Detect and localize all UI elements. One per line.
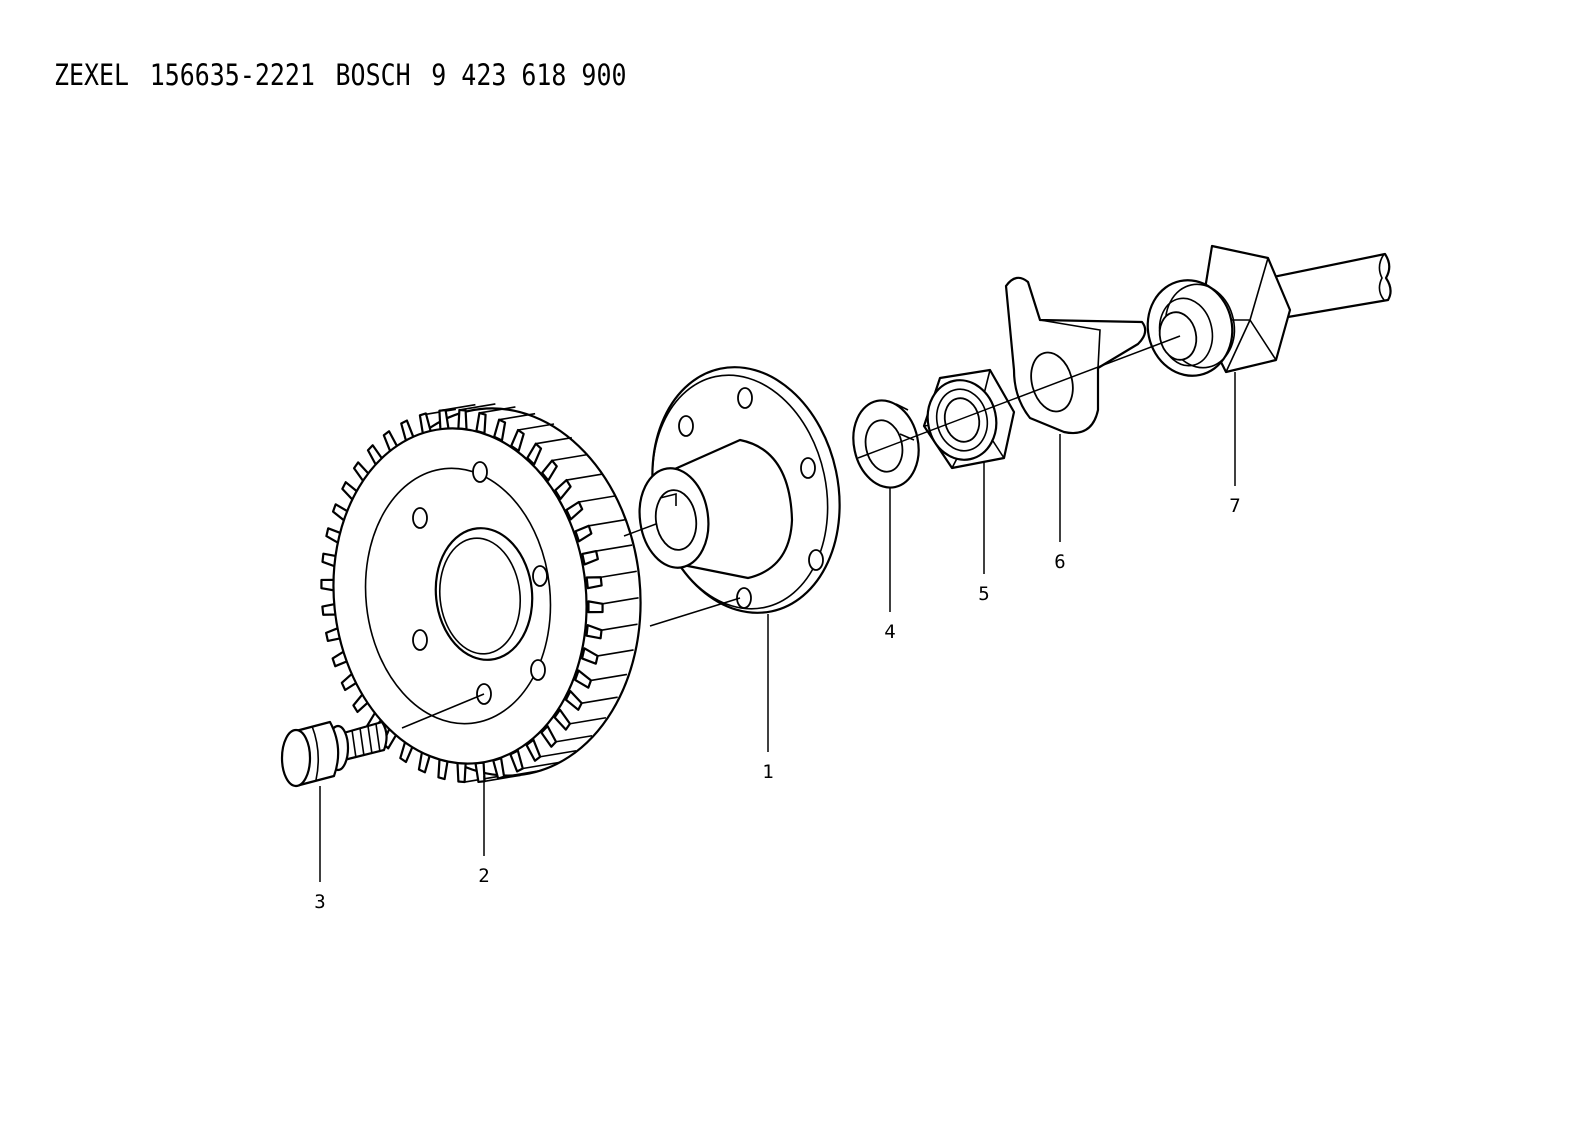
gear-tooth-face	[535, 436, 572, 445]
gear-tooth-face	[459, 403, 496, 411]
gear-tooth-face	[601, 623, 638, 632]
gear-tooth-face	[566, 473, 603, 481]
callout-6: 6	[1054, 551, 1065, 573]
drive-shaft	[1266, 252, 1392, 320]
gear-tooth-face	[551, 453, 589, 462]
gear-tooth-face	[522, 761, 559, 770]
gear-tooth	[574, 524, 593, 543]
part-6-lock-plate	[1004, 276, 1147, 435]
brand-zexel: ZEXEL	[54, 58, 130, 92]
gear-tooth	[474, 761, 486, 784]
part-1-flanged-hub	[638, 366, 841, 614]
gear-tooth	[585, 624, 603, 640]
callout-2: 2	[478, 865, 489, 887]
gear-tooth-face	[588, 519, 625, 527]
gear-tooth-face	[479, 406, 516, 414]
gear-tooth-face	[503, 769, 541, 778]
gear-tooth-face	[602, 597, 639, 605]
drawing-title: ZEXEL 156635-2221 BOSCH 9 423 618 900	[54, 58, 647, 92]
gear-tooth-face	[555, 734, 593, 743]
callout-3: 3	[314, 891, 325, 913]
gear-tooth-face	[600, 570, 637, 579]
gear-tooth-face	[540, 749, 577, 758]
gear-tooth	[540, 459, 558, 482]
callout-1: 1	[762, 761, 773, 783]
callout-leaders	[319, 372, 1236, 882]
gear-tooth	[554, 478, 572, 501]
zexel-part-number: 156635-2221	[149, 58, 315, 92]
gear-tooth	[580, 647, 599, 665]
gear-tooth-face	[590, 673, 628, 682]
gear-tooth-face	[581, 696, 618, 704]
brand-bosch: BOSCH	[335, 58, 411, 92]
gear-tooth	[438, 408, 450, 431]
gear-tooth-face	[596, 544, 633, 552]
callout-4: 4	[884, 621, 895, 643]
gear-tooth-face	[569, 716, 607, 725]
gear-tooth	[553, 708, 572, 731]
callout-5: 5	[978, 583, 989, 605]
gear-tooth	[581, 549, 599, 566]
callout-numbers: 1 2 3 4 5 6 7	[314, 495, 1240, 913]
part-5-hex-nut	[922, 368, 1016, 470]
gear-tooth	[565, 500, 584, 521]
gear-tooth	[540, 725, 558, 748]
bosch-part-number: 9 423 618 900	[431, 58, 627, 92]
gear-tooth	[587, 600, 604, 614]
part-2-helical-gear	[320, 403, 642, 784]
gear-tooth	[564, 689, 583, 711]
gear-tooth	[585, 576, 603, 590]
assembly-axis-lines	[401, 335, 1181, 729]
gear-tooth-face	[517, 423, 555, 431]
gear-tooth	[526, 442, 543, 466]
part-4-spring-washer	[852, 399, 920, 489]
gear-tooth-face	[578, 495, 615, 503]
gear-tooth-face	[597, 649, 634, 657]
part-3-flange-bolt	[280, 720, 388, 788]
gear-tooth	[456, 761, 467, 784]
gear-tooth	[525, 738, 542, 762]
gear-tooth	[457, 408, 468, 431]
gear-tooth	[574, 669, 593, 689]
callout-7: 7	[1229, 495, 1240, 517]
part-7-shaft-nut	[1146, 244, 1292, 377]
gear-tooth-face	[498, 412, 536, 421]
